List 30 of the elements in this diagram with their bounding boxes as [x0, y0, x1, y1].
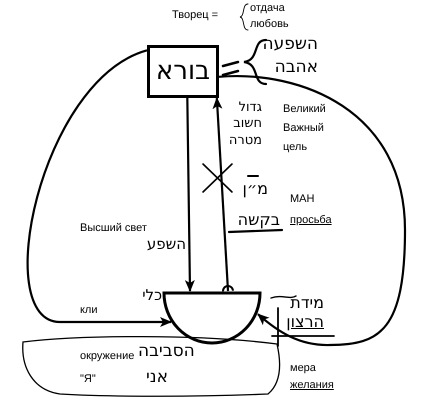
arrow: [218, 75, 406, 346]
text-label: окружение: [80, 350, 134, 362]
text-label: мера: [290, 362, 316, 374]
text-label: Важный: [283, 122, 324, 134]
text-label: желания: [290, 379, 334, 392]
text-label: Высший свет: [80, 222, 147, 234]
handwritten-label: הסביבה: [138, 342, 195, 361]
handwritten-label: בקשה: [238, 211, 280, 229]
arrow: [212, 97, 234, 292]
edge-label: השפע: [146, 236, 186, 252]
handwritten-label: השפעה: [262, 35, 318, 54]
handwritten-label: אני: [146, 368, 168, 387]
text-label: отдача: [250, 2, 285, 14]
handwritten-label: אהבה: [274, 58, 318, 77]
text-label: кли: [80, 304, 98, 316]
handwritten-label: מידת: [290, 294, 324, 312]
handwritten-label: הרצון: [286, 313, 324, 331]
text-label: МАН: [290, 193, 314, 206]
arrow: [184, 98, 195, 292]
text-label: цель: [283, 141, 308, 154]
edge-label: גדול חשוב מטרה: [230, 100, 262, 149]
text-label: "Я": [80, 373, 96, 386]
text-label: Творец =: [172, 9, 218, 22]
handwritten-label: מ״ן: [242, 180, 268, 198]
creator-box: בורא: [147, 45, 219, 98]
arrow: [26, 49, 172, 327]
handwritten-label: כלי: [142, 287, 162, 304]
text-label: Великий: [283, 103, 326, 116]
text-label: любовь: [250, 18, 289, 30]
text-label: просьба: [290, 214, 332, 226]
